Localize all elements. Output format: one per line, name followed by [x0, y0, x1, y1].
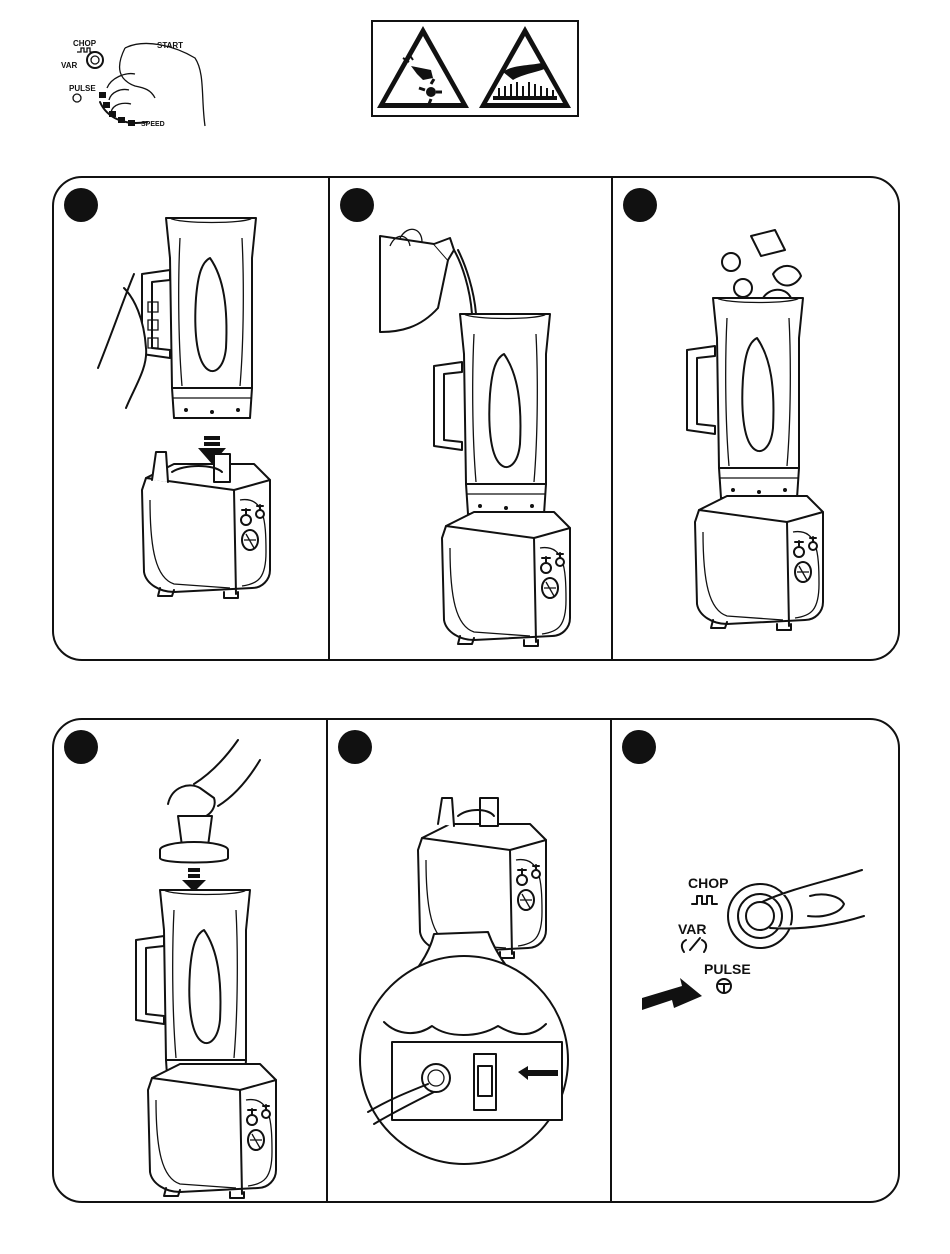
step-1-panel	[54, 178, 328, 659]
closeup-var-label: VAR	[678, 921, 707, 937]
step-2-illustration	[330, 178, 613, 659]
step-2-panel	[328, 178, 613, 659]
step-3-panel	[611, 178, 900, 659]
warning-icons	[373, 22, 577, 115]
step-1-illustration	[54, 178, 328, 659]
hot-surface-hazard-icon	[479, 26, 571, 108]
warning-box	[371, 20, 579, 117]
pulse-label: PULSE	[69, 84, 96, 93]
control-panel-sketch: CHOP VAR PULSE START SPEED	[55, 28, 215, 133]
closeup-pulse-label: PULSE	[704, 961, 751, 977]
var-label: VAR	[61, 61, 78, 70]
step-5-marker	[338, 730, 372, 764]
step-6-illustration: CHOP VAR PULSE	[612, 720, 900, 1201]
step-4-panel	[54, 720, 326, 1201]
step-6-marker	[622, 730, 656, 764]
step-3-marker	[623, 188, 657, 222]
steps-row-1	[52, 176, 900, 661]
step-4-marker	[64, 730, 98, 764]
step-2-marker	[340, 188, 374, 222]
closeup-chop-label: CHOP	[688, 875, 728, 891]
speed-label: SPEED	[141, 121, 165, 128]
step-3-illustration	[613, 178, 900, 659]
step-5-panel	[326, 720, 612, 1201]
step-5-illustration	[328, 720, 612, 1201]
step-4-illustration	[54, 720, 326, 1201]
steps-row-2: CHOP VAR PULSE	[52, 718, 900, 1203]
chop-label: CHOP	[73, 39, 97, 48]
hand-blade-hazard-icon	[377, 26, 469, 108]
step-1-marker	[64, 188, 98, 222]
step-6-panel: CHOP VAR PULSE	[610, 720, 900, 1201]
